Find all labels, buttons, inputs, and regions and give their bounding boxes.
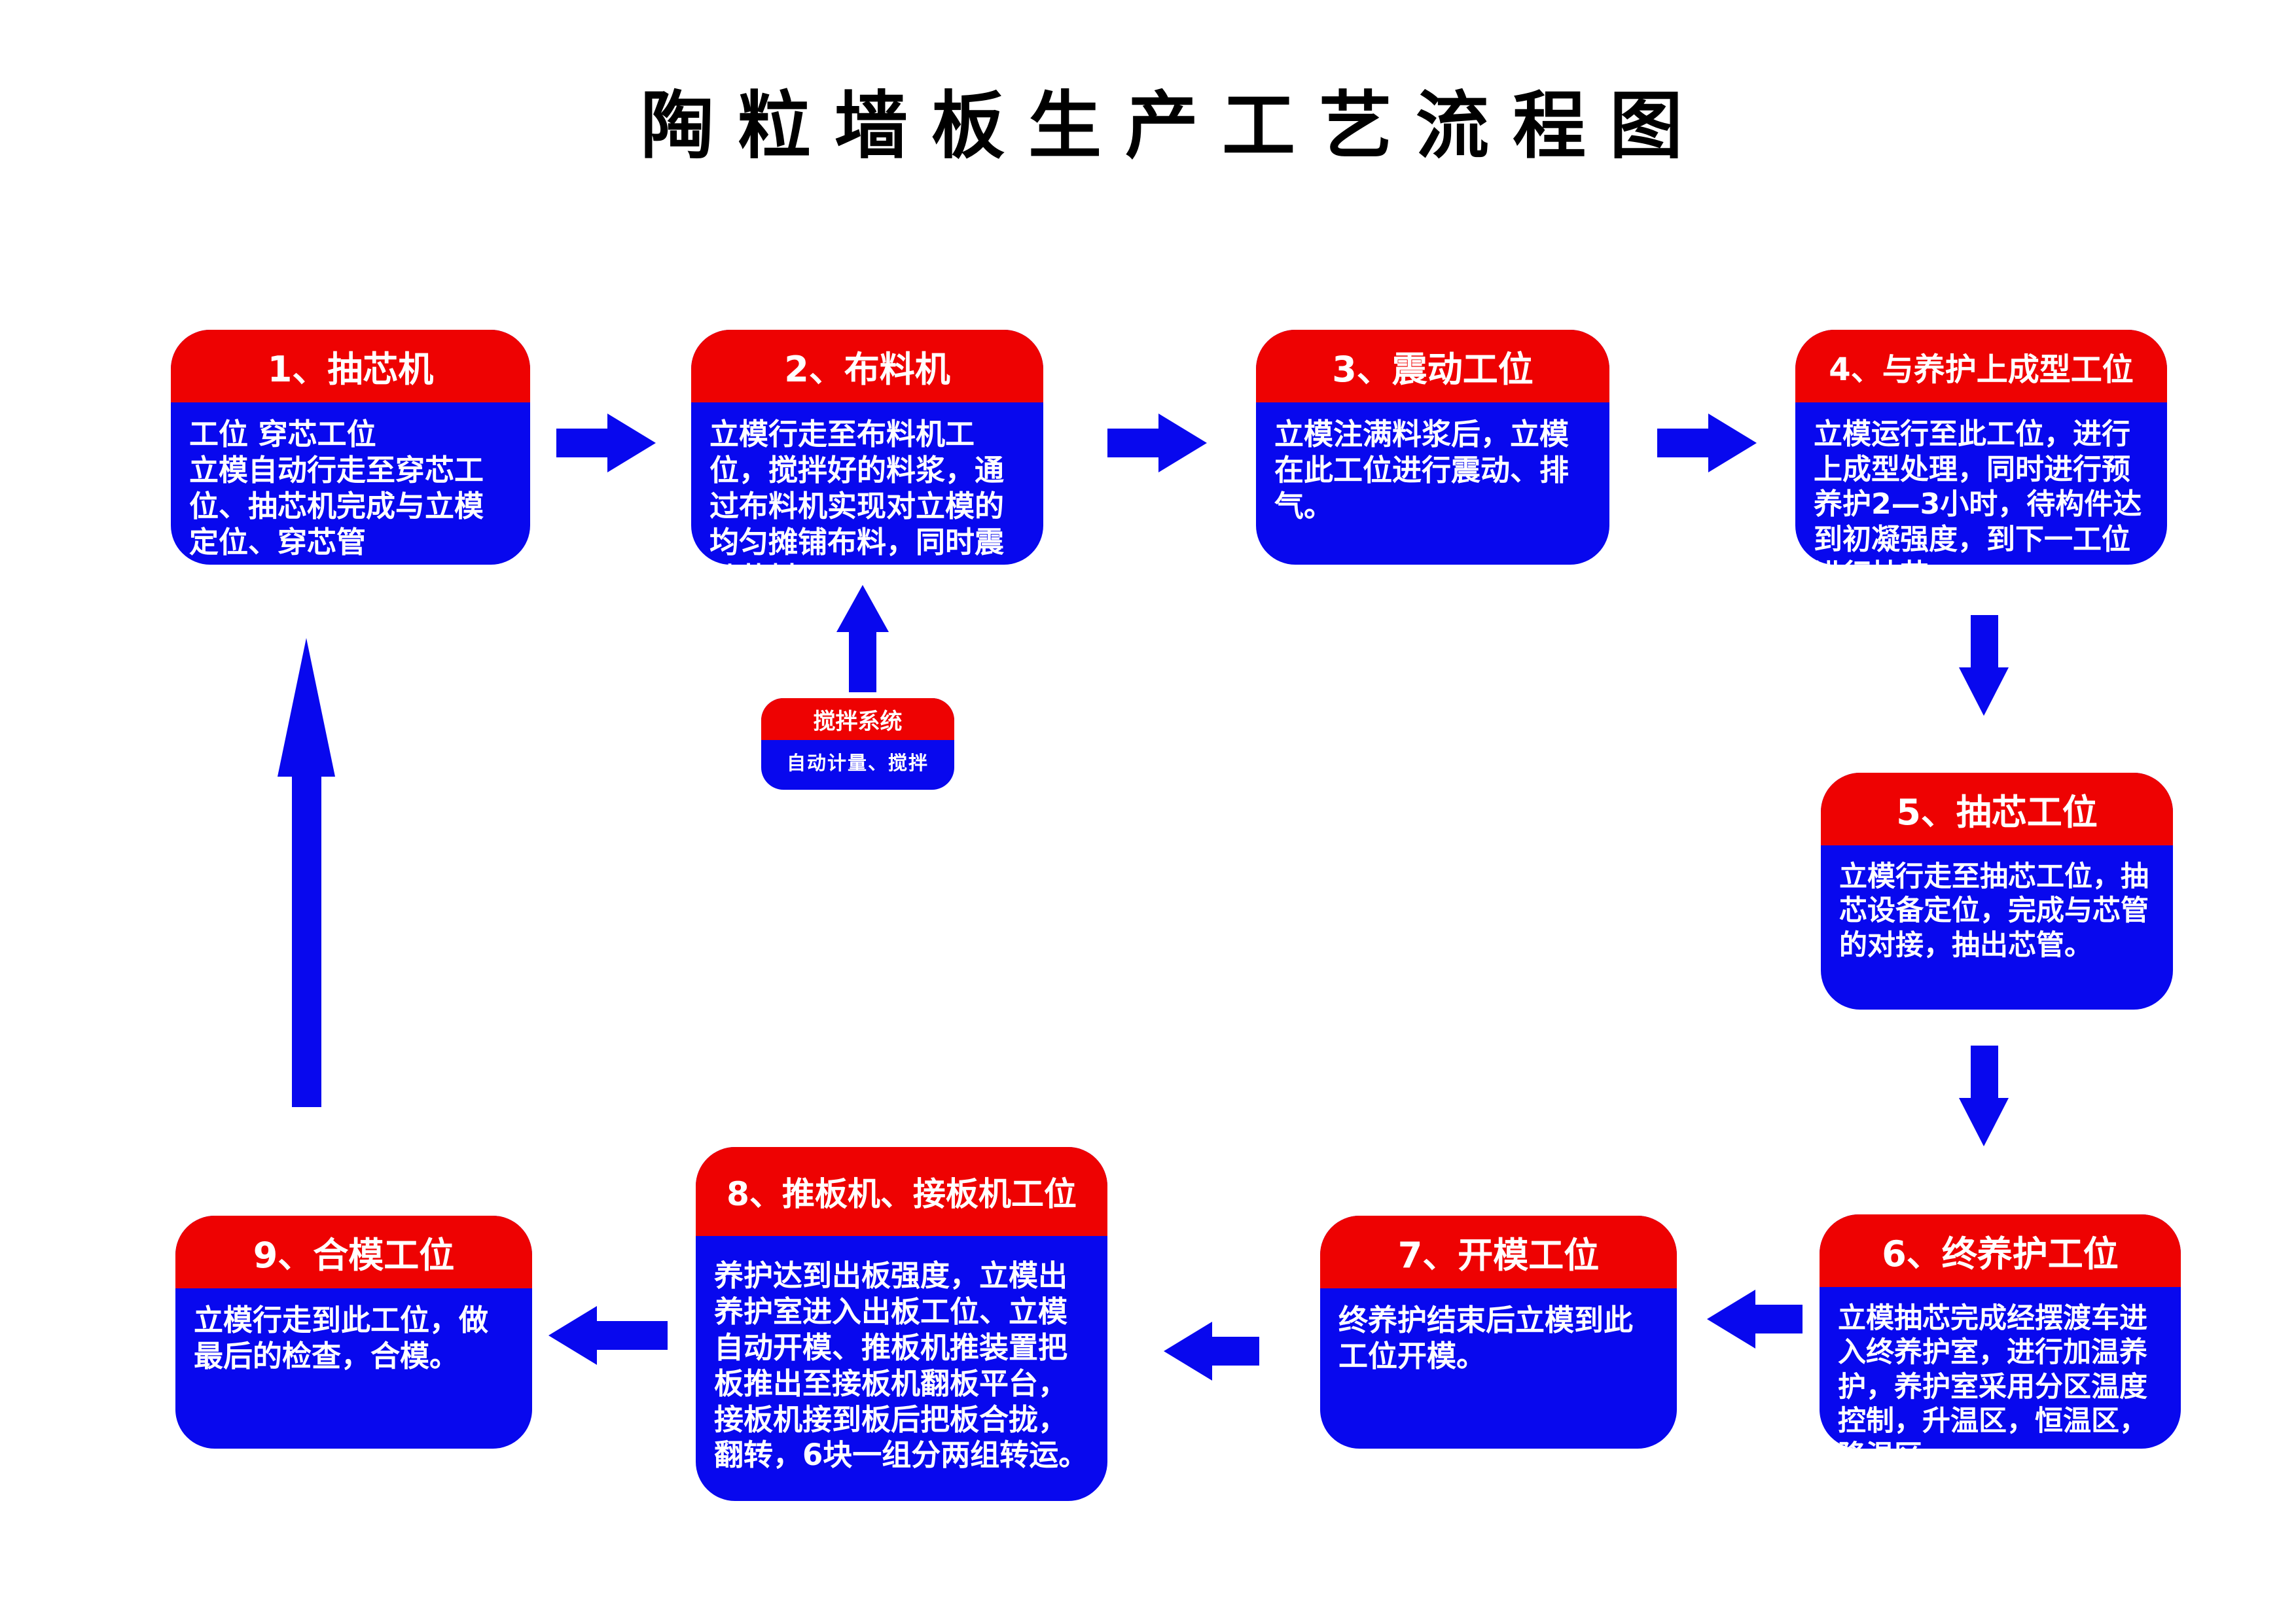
step-box-4: 4、与养护上成型工位 立模运行至此工位，进行上成型处理，同时进行预养护2—3小时…	[1795, 330, 2167, 565]
arrow-head-left-icon	[1164, 1322, 1212, 1381]
mixer-system-title: 搅拌系统	[761, 698, 954, 740]
step-box-5: 5、抽芯工位 立模行走至抽芯工位，抽芯设备定位，完成与芯管的对接，抽出芯管。	[1821, 773, 2173, 1010]
arrow-shaft	[292, 774, 321, 1107]
mixer-system-body: 自动计量、搅拌	[786, 752, 929, 774]
arrow-head-right-icon	[1708, 414, 1757, 472]
step-box-8-body: 养护达到出板强度，立模出养护室进入出板工位、立模自动开模、推板机推装置把板推出至…	[714, 1258, 1088, 1473]
step-box-2-title: 2、布料机	[691, 330, 1043, 402]
arrow-head-down-icon	[1959, 667, 2009, 716]
step-box-9-body: 立模行走到此工位，做最后的检查，合模。	[194, 1303, 489, 1373]
arrow-shaft	[849, 629, 876, 692]
arrow-4-to-5	[1959, 615, 2009, 716]
arrow-head-up-icon	[836, 585, 889, 632]
step-box-3-title: 3、震动工位	[1256, 330, 1609, 402]
arrow-shaft	[1211, 1337, 1259, 1366]
step-box-9-title: 9、合模工位	[175, 1216, 532, 1288]
arrow-head-down-icon	[1959, 1098, 2009, 1146]
step-box-1: 1、抽芯机 工位 穿芯工位 立模自动行走至穿芯工位、抽芯机完成与立模定位、穿芯管	[171, 330, 530, 565]
arrow-9-to-1	[278, 638, 335, 1107]
step-box-6: 6、终养护工位 立模抽芯完成经摆渡车进入终养护室，进行加温养护，养护室采用分区温…	[1820, 1214, 2181, 1449]
arrow-shaft	[1107, 429, 1160, 457]
arrow-1-to-2	[556, 414, 656, 472]
arrow-shaft	[1657, 429, 1710, 457]
step-box-7-body: 终养护结束后立模到此工位开模。	[1338, 1303, 1634, 1373]
step-box-3-body: 立模注满料浆后，立模在此工位进行震动、排气。	[1274, 417, 1570, 523]
arrow-6-to-7	[1707, 1290, 1803, 1349]
arrow-2-to-3	[1107, 414, 1207, 472]
step-box-4-body: 立模运行至此工位，进行上成型处理，同时进行预养护2—3小时，待构件达到初凝强度，…	[1814, 417, 2142, 565]
page-title: 陶粒墙板生产工艺流程图	[641, 84, 1706, 169]
step-box-2-body: 立模行走至布料机工位，搅拌好的料浆，通过布料机实现对立模的均匀摊铺布料，同时震动…	[709, 417, 1005, 565]
step-box-7: 7、开模工位 终养护结束后立模到此工位开模。	[1320, 1216, 1677, 1449]
arrow-shaft	[1971, 615, 1998, 669]
arrow-shaft	[596, 1321, 668, 1350]
step-box-7-title: 7、开模工位	[1320, 1216, 1677, 1288]
step-box-6-title: 6、终养护工位	[1820, 1214, 2181, 1287]
arrow-head-left-icon	[1707, 1290, 1755, 1349]
mixer-system-box: 搅拌系统 自动计量、搅拌	[761, 698, 954, 790]
arrow-head-left-icon	[548, 1306, 597, 1365]
step-box-2: 2、布料机 立模行走至布料机工位，搅拌好的料浆，通过布料机实现对立模的均匀摊铺布…	[691, 330, 1043, 565]
step-box-3: 3、震动工位 立模注满料浆后，立模在此工位进行震动、排气。	[1256, 330, 1609, 565]
arrow-shaft	[1971, 1046, 1998, 1099]
arrow-head-right-icon	[1158, 414, 1207, 472]
step-box-5-title: 5、抽芯工位	[1821, 773, 2173, 845]
arrow-mixer-to-2	[836, 585, 889, 692]
arrow-head-right-icon	[607, 414, 656, 472]
arrow-head-up-icon	[278, 638, 335, 777]
arrow-3-to-4	[1657, 414, 1757, 472]
arrow-7-to-8	[1164, 1322, 1259, 1381]
step-box-8: 8、推板机、接板机工位 养护达到出板强度，立模出养护室进入出板工位、立模自动开模…	[696, 1147, 1107, 1501]
step-box-5-body: 立模行走至抽芯工位，抽芯设备定位，完成与芯管的对接，抽出芯管。	[1839, 860, 2149, 962]
arrow-shaft	[1754, 1305, 1803, 1333]
arrow-5-to-6	[1959, 1046, 2009, 1146]
arrow-shaft	[556, 429, 609, 457]
step-box-1-title: 1、抽芯机	[171, 330, 530, 402]
step-box-8-title: 8、推板机、接板机工位	[696, 1147, 1107, 1236]
arrow-8-to-9	[548, 1306, 668, 1365]
step-box-9: 9、合模工位 立模行走到此工位，做最后的检查，合模。	[175, 1216, 532, 1449]
step-box-4-title: 4、与养护上成型工位	[1795, 330, 2167, 402]
step-box-1-body: 工位 穿芯工位 立模自动行走至穿芯工位、抽芯机完成与立模定位、穿芯管	[189, 417, 484, 559]
step-box-6-body: 立模抽芯完成经摆渡车进入终养护室，进行加温养护，养护室采用分区温度控制，升温区，…	[1838, 1302, 2147, 1449]
